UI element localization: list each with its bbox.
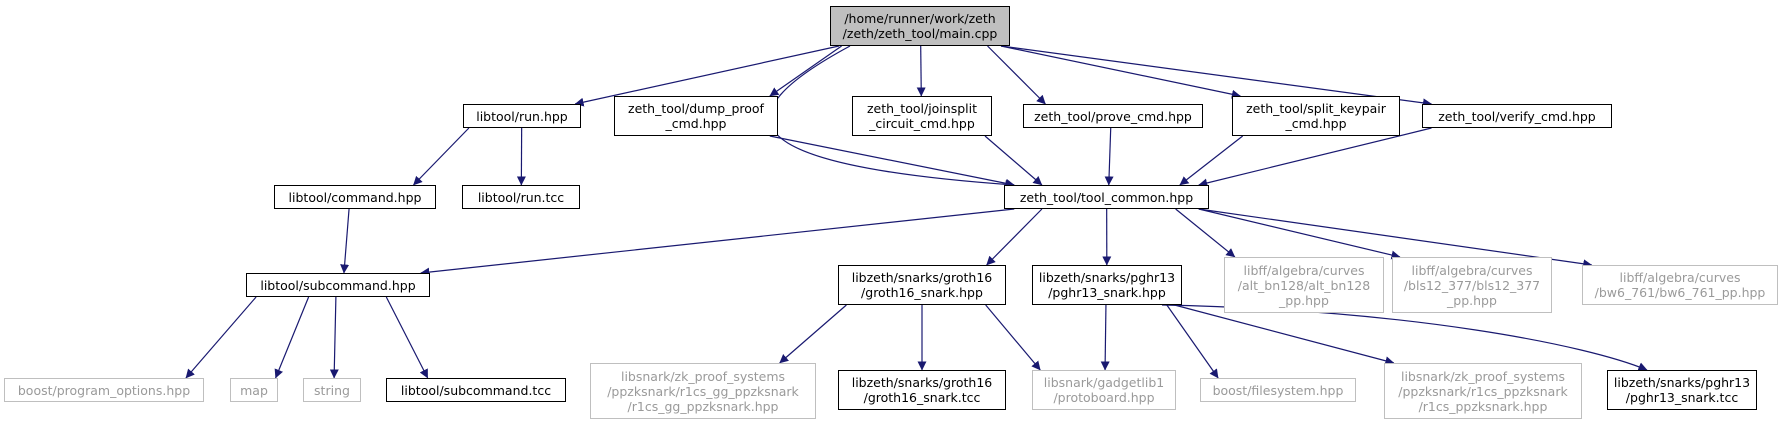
node-command-hpp[interactable]: libtool/command.hpp	[274, 185, 436, 209]
node-groth16-tcc[interactable]: libzeth/snarks/groth16 /groth16_snark.tc…	[838, 370, 1006, 410]
edge-main-to-prove-cmd	[987, 45, 1046, 105]
node-protoboard[interactable]: libsnark/gadgetlib1 /protoboard.hpp	[1032, 370, 1176, 410]
node-alt-bn128[interactable]: libff/algebra/curves /alt_bn128/alt_bn12…	[1224, 257, 1384, 313]
node-tool-common[interactable]: zeth_tool/tool_common.hpp	[1004, 185, 1209, 209]
node-bls12-377[interactable]: libff/algebra/curves /bls12_377/bls12_37…	[1392, 257, 1552, 313]
edge-split-keypair-to-tool-common	[1179, 135, 1244, 186]
node-main[interactable]: /home/runner/work/zeth /zeth/zeth_tool/m…	[830, 6, 1010, 46]
node-pghr13-tcc[interactable]: libzeth/snarks/pghr13 /pghr13_snark.tcc	[1607, 370, 1757, 410]
node-bw6-761[interactable]: libff/algebra/curves /bw6_761/bw6_761_pp…	[1582, 265, 1778, 305]
edge-subcommand-hpp-to-subcommand-tcc	[385, 296, 429, 379]
node-prove-cmd[interactable]: zeth_tool/prove_cmd.hpp	[1023, 104, 1203, 128]
edge-pghr13-snark-to-protoboard	[1100, 304, 1110, 371]
edge-groth16-snark-to-protoboard	[985, 304, 1041, 371]
edge-groth16-snark-to-r1cs-gg	[779, 304, 847, 364]
edge-pghr13-snark-to-pghr13-tcc	[1161, 304, 1648, 371]
edge-subcommand-hpp-to-map	[274, 296, 310, 379]
node-string[interactable]: string	[303, 378, 361, 402]
node-subcommand-hpp[interactable]: libtool/subcommand.hpp	[246, 273, 430, 297]
node-groth16-snark[interactable]: libzeth/snarks/groth16 /groth16_snark.hp…	[838, 265, 1006, 305]
node-verify-cmd[interactable]: zeth_tool/verify_cmd.hpp	[1422, 104, 1612, 128]
edge-subcommand-hpp-to-string	[329, 296, 339, 379]
node-r1cs-gg[interactable]: libsnark/zk_proof_systems /ppzksnark/r1c…	[590, 363, 816, 419]
node-split-keypair[interactable]: zeth_tool/split_keypair _cmd.hpp	[1232, 96, 1400, 136]
node-r1cs-ppzk[interactable]: libsnark/zk_proof_systems /ppzksnark/r1c…	[1384, 363, 1582, 419]
edge-main-to-dump-proof	[769, 45, 842, 97]
edge-joinsplit-to-tool-common	[984, 135, 1043, 186]
node-program-options[interactable]: boost/program_options.hpp	[4, 378, 204, 402]
node-joinsplit[interactable]: zeth_tool/joinsplit _circuit_cmd.hpp	[852, 96, 992, 136]
edge-tool-common-to-bw6-761	[1198, 208, 1593, 269]
node-run-hpp[interactable]: libtool/run.hpp	[463, 104, 581, 128]
node-pghr13-snark[interactable]: libzeth/snarks/pghr13 /pghr13_snark.hpp	[1032, 265, 1182, 305]
edge-subcommand-hpp-to-program-options	[185, 296, 257, 379]
edge-command-hpp-to-subcommand-hpp	[340, 208, 350, 274]
edge-main-to-split-keypair	[1000, 45, 1241, 99]
edge-tool-common-to-subcommand-hpp	[420, 208, 1015, 277]
edge-main-to-verify-cmd	[1000, 45, 1432, 108]
node-subcommand-tcc[interactable]: libtool/subcommand.tcc	[386, 378, 566, 402]
edge-pghr13-snark-to-filesystem	[1166, 304, 1219, 379]
edge-run-hpp-to-command-hpp	[413, 127, 470, 186]
edge-main-to-joinsplit	[916, 45, 926, 97]
node-run-tcc[interactable]: libtool/run.tcc	[462, 185, 580, 209]
node-dump-proof[interactable]: zeth_tool/dump_proof _cmd.hpp	[614, 96, 778, 136]
edge-tool-common-to-alt-bn128	[1175, 208, 1236, 258]
edge-main-to-run-hpp	[574, 45, 840, 107]
edge-tool-common-to-groth16-snark	[986, 208, 1043, 266]
edge-prove-cmd-to-tool-common	[1104, 127, 1114, 186]
edge-verify-cmd-to-tool-common	[1198, 127, 1432, 188]
edge-pghr13-snark-to-r1cs-ppzk	[1174, 304, 1395, 366]
node-map[interactable]: map	[230, 378, 278, 402]
node-filesystem[interactable]: boost/filesystem.hpp	[1200, 378, 1356, 402]
edge-dump-proof-to-tool-common	[769, 135, 1015, 188]
edge-tool-common-to-bls12-377	[1198, 208, 1401, 260]
